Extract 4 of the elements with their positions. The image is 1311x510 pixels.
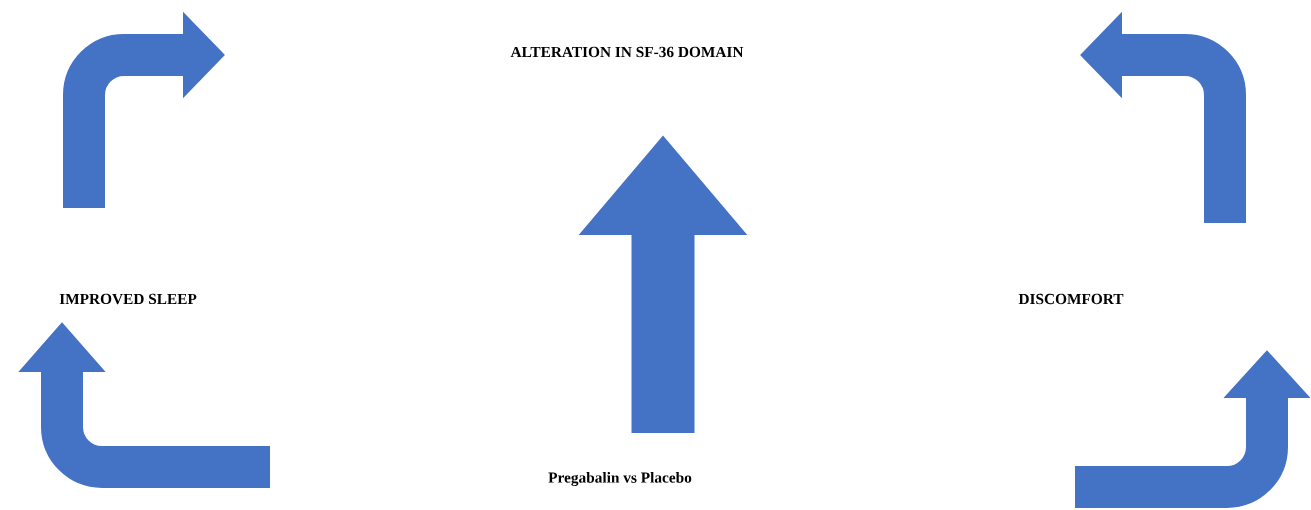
node-label: Pregabalin vs Placebo <box>548 472 692 486</box>
node-label: IMPROVED SLEEP <box>59 293 197 305</box>
node-label: ALTERATION IN SF-36 DOMAIN <box>510 46 744 58</box>
node-label: DISCOMFORT <box>1018 293 1124 305</box>
